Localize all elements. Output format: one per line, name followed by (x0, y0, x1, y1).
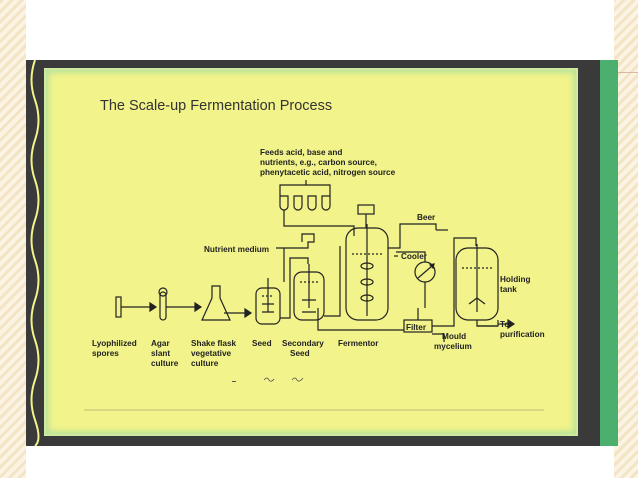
scan-marks (232, 377, 304, 382)
agar-label-1: Agar (151, 339, 170, 348)
top-rule (616, 72, 638, 73)
feeds-text-line-1: Feeds acid, base and (260, 148, 342, 157)
purification-label: purification (500, 330, 545, 339)
shake-flask-label-1: Shake flask (191, 339, 237, 348)
shake-flask-label-3: culture (191, 359, 219, 368)
lyophilized-label-2: spores (92, 349, 119, 358)
cooler-label: Cooler (401, 252, 428, 261)
secondary-seed-label-1: Secondary (282, 339, 324, 348)
filter-label: Filter (406, 323, 427, 332)
fermentor-label: Fermentor (338, 339, 379, 348)
to-label: To (500, 320, 509, 329)
feeds-text-line-3: phenytacetic acid, nitrogen source (260, 168, 396, 177)
lyophilized-label-1: Lyophilized (92, 339, 137, 348)
beer-label: Beer (417, 213, 436, 222)
agar-label-2: slant (151, 349, 170, 358)
mould-label: Mould (442, 332, 466, 341)
fermentation-diagram: The Scale-up Fermentation Process Feeds … (84, 98, 545, 411)
diagram-panel (44, 68, 578, 436)
shake-flask-label-2: vegetative (191, 349, 231, 358)
left-decorative-pattern (0, 0, 26, 478)
process-lines (84, 180, 544, 411)
seed-label: Seed (252, 339, 272, 348)
holding-tank-label-1: Holding (500, 275, 530, 284)
mycelium-label: mycelium (434, 342, 472, 351)
feeds-text-line-2: nutrients, e.g., carbon source, (260, 158, 377, 167)
secondary-seed-label-2: Seed (290, 349, 310, 358)
agar-label-3: culture (151, 359, 179, 368)
nutrient-medium-label: Nutrient medium (204, 245, 269, 254)
wavy-border (30, 60, 40, 446)
diagram-title: The Scale-up Fermentation Process (100, 98, 332, 114)
holding-tank-label-2: tank (500, 285, 517, 294)
accent-bar (600, 60, 618, 446)
